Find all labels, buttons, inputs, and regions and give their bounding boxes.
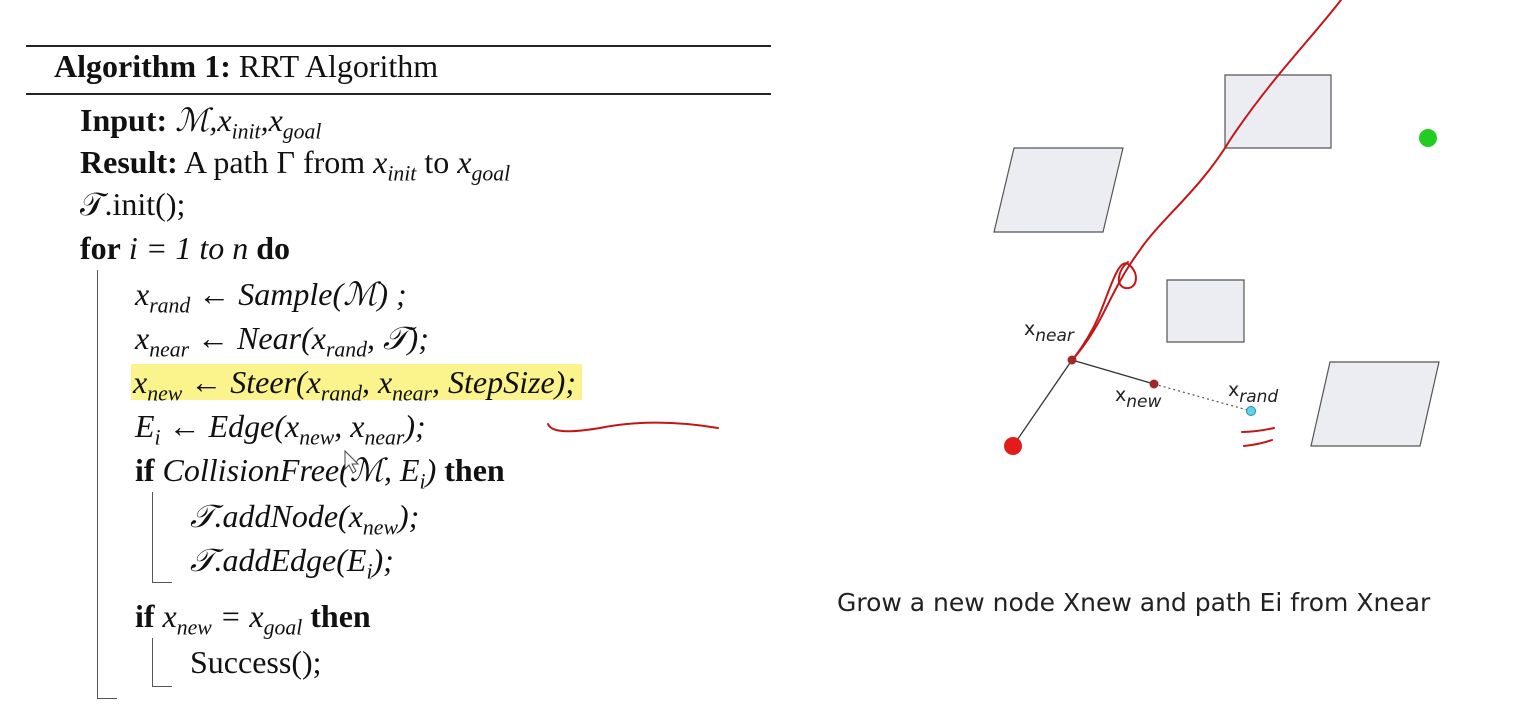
rand-node [1246,406,1256,416]
algorithm-tree-init: 𝒯.init(); [80,186,186,222]
ink-tick-1 [1241,427,1275,433]
if-block-end [152,582,172,583]
for-block-end [97,698,117,699]
algorithm-success: Success(); [190,644,322,680]
if-block-bar [152,492,153,582]
new-node [1149,379,1159,389]
goal-node [1419,129,1437,147]
obstacle-left-parallelogram [993,147,1124,233]
algorithm-add-edge: 𝒯.addEdge(Ei); [190,542,394,584]
ink-underline [547,421,719,433]
algorithm-near-line: xnear ← Near(xrand, 𝒯); [135,320,429,362]
edge-near-to-new [1071,359,1155,385]
edge-start-to-near [1012,359,1073,447]
label-x-new: xnew [1115,384,1161,412]
obstacle-center-square [1166,279,1245,343]
ink-annotations [547,0,1342,447]
start-node [1004,437,1022,455]
obstacle-right-parallelogram [1310,361,1440,447]
ink-loop [1073,261,1137,359]
cursor-arrow-icon [344,449,360,474]
label-x-rand: xrand [1228,379,1278,407]
label-x-near: xnear [1024,318,1075,346]
diagram-caption: Grow a new node Xnew and path Ei from Xn… [837,588,1431,617]
algorithm-input: Input: ℳ,xinit,xgoal [80,102,322,144]
algorithm-edge-line: Ei ← Edge(xnew, xnear); [135,408,426,450]
algorithm-result: Result: A path Γ from xinit to xgoal [80,144,511,186]
algorithm-if-collision: if CollisionFree(ℳ, Ei) then [135,452,505,494]
algorithm-if-goal: if xnew = xgoal then [135,598,371,640]
algorithm-for-loop: for i = 1 to n do [80,230,291,266]
algorithm-sample-line: xrand ← Sample(ℳ) ; [135,276,407,318]
obstacle-top-center [1224,74,1332,149]
ink-tick-2 [1243,439,1273,447]
ink-long-stroke [1073,0,1342,359]
algorithm-add-node: 𝒯.addNode(xnew); [190,498,420,540]
algorithm-title: Algorithm 1: RRT Algorithm [54,48,439,84]
goal-block-bar [152,638,153,686]
algorithm-steer-line: xnew ← Steer(xrand, xnear, StepSize); [131,362,582,414]
algorithm-top-rule [26,45,771,47]
edge-new-to-rand-dotted [1153,383,1252,412]
goal-block-end [152,686,172,687]
algorithm-header-rule [26,93,771,95]
for-block-bar [97,270,98,698]
